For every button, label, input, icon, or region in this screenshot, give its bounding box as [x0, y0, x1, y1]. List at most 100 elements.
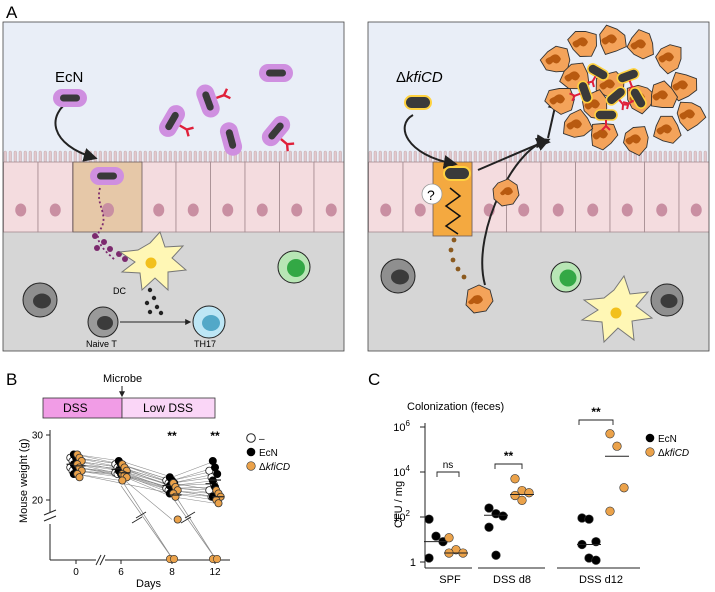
microvillus: [178, 150, 182, 163]
cfu-point: [517, 495, 527, 505]
zigzag-translocation: [444, 187, 462, 235]
legend-c-marker-kficd: [645, 447, 655, 457]
microvillus: [458, 150, 462, 163]
cfu-point: [510, 474, 520, 484]
epithelial-cell: [313, 161, 344, 233]
bacterium-body: [605, 86, 627, 106]
cfu-point: [612, 441, 622, 451]
cluster-bacteria: [569, 63, 647, 131]
microvillus: [298, 150, 302, 163]
microvillus: [203, 150, 207, 163]
microvillus: [538, 150, 542, 163]
legend-marker-kficd: [246, 461, 256, 471]
axis-break-slash: [180, 516, 192, 524]
microvillus: [553, 150, 557, 163]
epithelial-nucleus: [380, 203, 392, 217]
question-bubble: [421, 183, 443, 205]
microvillus: [288, 150, 292, 163]
microvillus: [443, 150, 447, 163]
microvillus: [38, 150, 42, 163]
epithelial-cell: [141, 161, 177, 233]
legend-c-kficd-text: kfiCD: [665, 448, 689, 459]
weight-point: [173, 515, 182, 524]
microvillus: [463, 150, 467, 163]
epithelial-cell: [3, 161, 39, 233]
antibody: [569, 92, 581, 102]
antibody: [586, 75, 597, 88]
ecn-bacterium: [53, 89, 87, 107]
microvillus: [368, 150, 372, 163]
microvillus: [58, 150, 62, 163]
neutrophil-nucleus: [584, 99, 600, 110]
microvillus: [328, 150, 332, 163]
microvillus: [673, 150, 677, 163]
microvillus: [128, 150, 132, 163]
chart-c-legend: EcN ΔkfiCD: [645, 433, 689, 459]
weight-point: [213, 469, 222, 478]
microvillus: [628, 150, 632, 163]
microvillus: [33, 150, 37, 163]
microvillus: [663, 150, 667, 163]
cfu-point: [424, 553, 434, 563]
microvillus: [478, 150, 482, 163]
green-immune-cell-left: [277, 250, 311, 284]
naive-t-cell: [87, 306, 119, 338]
epithelial-nucleus: [552, 203, 564, 217]
microvillus: [468, 150, 472, 163]
dropout-point: [213, 554, 222, 563]
mouse-trajectory: [171, 480, 216, 486]
epithelial-nucleus: [153, 203, 165, 217]
dropout-line: [171, 496, 216, 559]
microvillus: [263, 150, 267, 163]
neutrophil-nucleus: [672, 80, 688, 91]
microvillus: [48, 150, 52, 163]
m-cell-nucleus: [102, 203, 114, 217]
chart-b-legend: – EcN ΔkfiCD: [246, 433, 290, 473]
axis-break-slash: [135, 511, 147, 519]
mouse-trajectory: [120, 460, 173, 478]
microvillus: [623, 150, 627, 163]
neutrophil-tissue: [465, 284, 494, 314]
microvillus: [283, 150, 287, 163]
tick-exponent: 4: [406, 464, 411, 473]
microvillus: [338, 150, 342, 163]
neutrophil-nucleus: [549, 94, 565, 105]
tick-exponent: 2: [406, 509, 411, 518]
lamina-right: [368, 232, 709, 351]
microvillus: [658, 150, 662, 163]
microvillus: [23, 150, 27, 163]
label-dc: DC: [113, 286, 126, 296]
significance-marker: **: [167, 429, 177, 443]
microvillus: [53, 150, 57, 163]
legend-c-label-ecn: EcN: [658, 434, 677, 445]
bacterium-body: [594, 109, 618, 121]
epithelial-nucleus: [656, 203, 668, 217]
mouse-trajectory: [75, 454, 122, 462]
microvillus: [253, 150, 257, 163]
microvillus: [333, 150, 337, 163]
epithelial-cell: [279, 161, 315, 233]
cfu-point: [484, 522, 494, 532]
kficd-bacterium-trapped: [594, 109, 618, 131]
mouse-trajectory: [120, 477, 173, 520]
mouse-trajectory: [75, 463, 122, 470]
category-label: DSS d8: [493, 574, 531, 586]
th17-cell: [192, 305, 226, 339]
microvillus: [138, 150, 142, 163]
cfu-point: [524, 488, 534, 498]
neutrophil-nucleus: [625, 134, 641, 145]
microvillus: [223, 150, 227, 163]
microvillus: [618, 150, 622, 163]
antibody: [601, 120, 611, 131]
epithelial-cell: [644, 161, 680, 233]
legend-c-delta: Δ: [658, 448, 665, 459]
epithelium-left: [3, 161, 344, 233]
microvillus: [248, 150, 252, 163]
microvillus: [8, 150, 12, 163]
cfu-point: [491, 550, 501, 560]
ecn-bacterium-bound: [196, 84, 231, 118]
microvillus: [568, 150, 572, 163]
delta-symbol: Δ: [396, 69, 406, 86]
microvillus: [168, 150, 172, 163]
epithelial-nucleus: [587, 203, 599, 217]
